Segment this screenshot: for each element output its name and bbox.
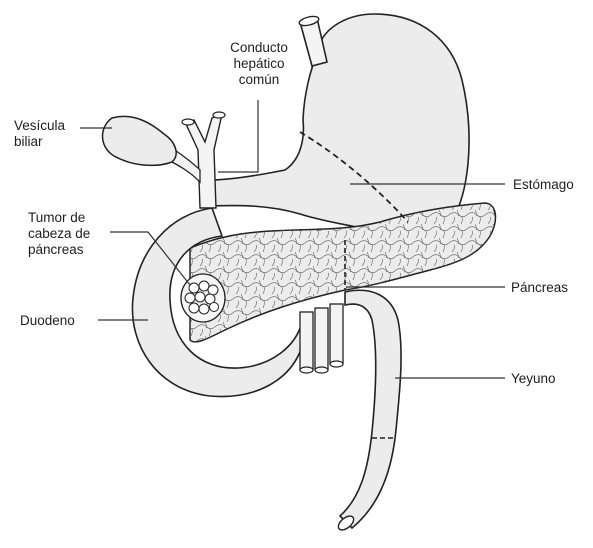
- label-conducto-hepatico: Conducto hepático común: [204, 40, 314, 88]
- label-vesicula: Vesícula biliar: [14, 118, 65, 150]
- right-duct-opening: [213, 112, 225, 118]
- left-duct-opening: [182, 119, 194, 125]
- vessel-left: [300, 312, 313, 370]
- label-duodeno: Duodeno: [20, 313, 75, 329]
- label-yeyuno: Yeyuno: [511, 371, 556, 387]
- vessel-middle: [315, 308, 328, 370]
- vessel-right-opening: [330, 361, 343, 367]
- vessel-left-opening: [300, 367, 313, 373]
- gallbladder-shape: [103, 116, 177, 165]
- vessel-right: [330, 304, 343, 364]
- jejunum-shape: [340, 290, 401, 528]
- label-pancreas: Páncreas: [511, 280, 568, 296]
- label-estomago: Estómago: [513, 177, 574, 193]
- vessel-middle-opening: [315, 367, 328, 373]
- leader-conducto-hepatico: [218, 100, 258, 172]
- label-tumor: Tumor de cabeza de páncreas: [28, 210, 90, 258]
